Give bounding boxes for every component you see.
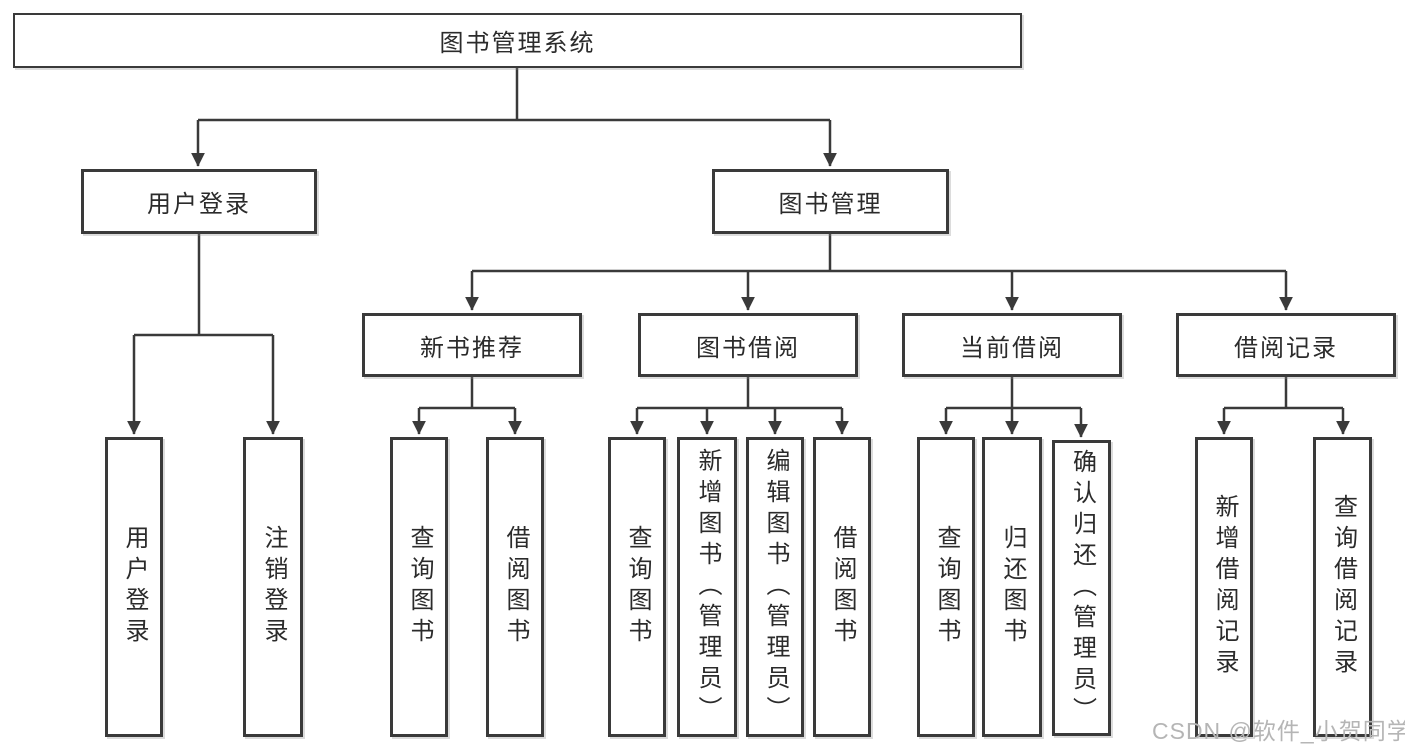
node-query-borrow-record: 查询借阅记录: [1313, 437, 1372, 737]
node-add-book-admin: 新增图书（管理员）: [677, 437, 737, 737]
connector-borrow-records-branch: [1217, 377, 1350, 435]
node-query-books-recommend: 查询图书: [390, 437, 448, 737]
node-borrow-books-recommend: 借阅图书: [486, 437, 544, 737]
node-new-book-recommend: 新书推荐: [362, 313, 582, 377]
node-query-books-current: 查询图书: [917, 437, 975, 737]
node-confirm-return-admin: 确认归还（管理员）: [1052, 440, 1111, 736]
node-current-borrow: 当前借阅: [902, 313, 1122, 377]
connector-root-to-level2: [191, 68, 837, 167]
connector-book-mgmt-branch: [465, 234, 1293, 311]
connector-new-book-branch: [412, 377, 522, 435]
node-user-login-branch: 用户登录: [81, 169, 317, 234]
node-query-books-borrow: 查询图书: [608, 437, 666, 737]
node-borrow-records: 借阅记录: [1176, 313, 1396, 377]
node-edit-book-admin: 编辑图书（管理员）: [746, 437, 804, 737]
node-book-borrow: 图书借阅: [638, 313, 858, 377]
connector-current-borrow-branch: [939, 377, 1088, 438]
connector-user-login-branch: [127, 234, 280, 435]
node-user-login: 用户登录: [105, 437, 163, 737]
watermark: CSDN @软件_小贺同学: [1152, 718, 1405, 744]
node-add-borrow-record: 新增借阅记录: [1195, 437, 1253, 737]
node-logout: 注销登录: [243, 437, 303, 737]
connector-book-borrow-branch: [630, 377, 849, 435]
node-book-mgmt-branch: 图书管理: [712, 169, 949, 234]
node-borrow-books: 借阅图书: [813, 437, 871, 737]
node-root-system: 图书管理系统: [13, 13, 1022, 68]
node-return-books: 归还图书: [982, 437, 1042, 737]
